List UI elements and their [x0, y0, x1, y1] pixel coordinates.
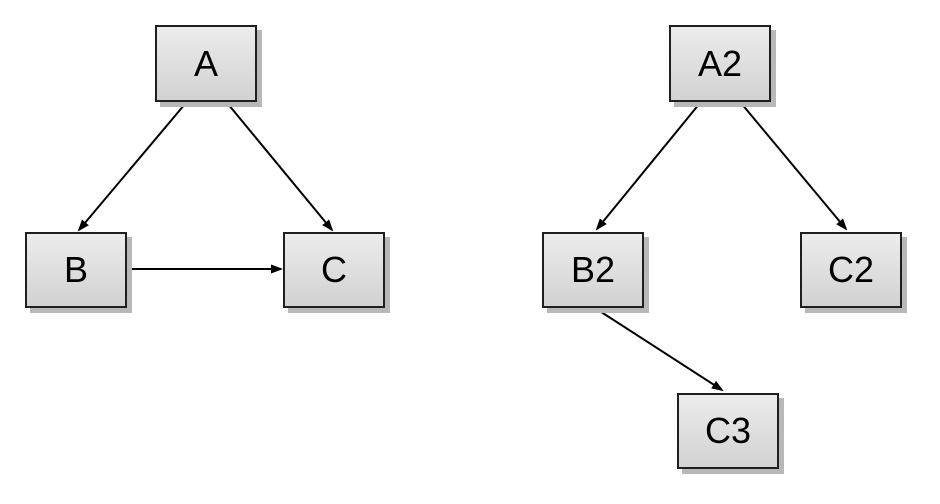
node-A2[interactable]: A2: [669, 25, 771, 102]
edge-B2-C3[interactable]: [594, 307, 724, 392]
edge-A2-B2[interactable]: [595, 102, 701, 231]
node-label: C: [321, 249, 347, 290]
left-graph-edges: [77, 103, 334, 274]
node-B2[interactable]: B2: [542, 232, 644, 308]
node-C3[interactable]: C3: [677, 393, 779, 469]
node-A[interactable]: A: [155, 25, 257, 102]
node-label: B2: [570, 249, 616, 290]
edge-A2-C2[interactable]: [740, 102, 848, 231]
node-B[interactable]: B: [25, 232, 127, 308]
node-C2[interactable]: C2: [800, 232, 902, 308]
node-C[interactable]: C: [283, 232, 385, 308]
edge-A-B[interactable]: [77, 103, 186, 232]
node-label: C2: [827, 249, 875, 290]
node-label: C3: [704, 410, 752, 451]
edge-A-C[interactable]: [227, 103, 334, 232]
node-label: B: [63, 249, 88, 290]
node-label: A: [193, 42, 218, 84]
right-graph-edges: [594, 102, 848, 392]
node-label: A2: [697, 42, 743, 84]
